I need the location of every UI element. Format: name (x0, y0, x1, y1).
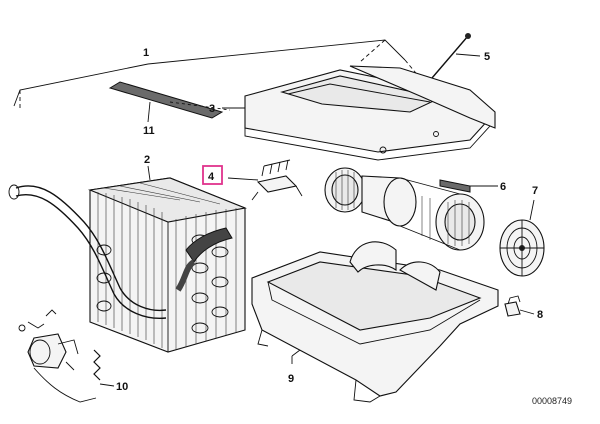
screw-part-5 (431, 33, 481, 79)
figure-number: 00008749 (532, 396, 572, 406)
resistor-part-4 (202, 159, 303, 201)
callout-2: 2 (144, 154, 150, 166)
clip-part-8 (504, 295, 535, 317)
callout-10: 10 (116, 381, 128, 393)
expansion-valve-part-10 (18, 309, 115, 403)
highlight-box-part-4 (202, 165, 223, 185)
group-bracket-1 (13, 39, 421, 110)
fan-blades-left (335, 170, 355, 210)
callout-11: 11 (143, 125, 155, 137)
lower-housing-part-9 (251, 241, 499, 403)
callout-9: 9 (288, 373, 294, 385)
callout-4: 4 (208, 171, 215, 183)
callout-6: 6 (500, 181, 506, 193)
callout-1: 1 (143, 47, 149, 59)
fan-grille-part-7 (499, 199, 545, 277)
housing-cover-part-3 (222, 65, 496, 161)
callout-3: 3 (209, 103, 215, 115)
callout-5: 5 (484, 51, 490, 63)
foam-strip-part-11 (108, 81, 231, 123)
blower-fan-part-6 (324, 167, 498, 251)
evaporator-fins (97, 182, 237, 350)
fan-blades-right (421, 196, 470, 246)
callout-labels: 1 2 3 4 5 6 7 8 9 10 11 (116, 47, 543, 393)
evaporator-core-part-2 (8, 165, 247, 353)
callout-7: 7 (532, 185, 538, 197)
callout-8: 8 (537, 309, 543, 321)
